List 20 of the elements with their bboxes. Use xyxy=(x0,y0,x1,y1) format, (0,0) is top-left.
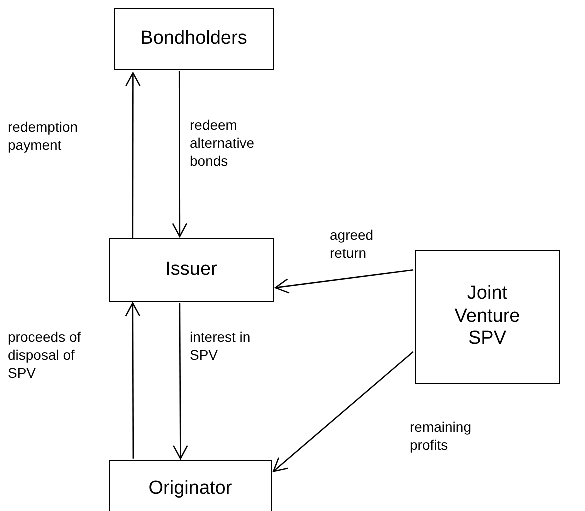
edge-label: interest in SPV xyxy=(190,328,252,364)
arrow xyxy=(125,302,141,459)
edge-label: agreed return xyxy=(330,226,375,262)
edge-label: proceeds of disposal of SPV xyxy=(8,328,82,383)
edge-label: redemption payment xyxy=(8,118,80,154)
arrow xyxy=(275,269,414,294)
entity-name: Bondholders xyxy=(140,28,248,50)
edge-label: redeem alternative bonds xyxy=(190,116,256,171)
edge-label: remaining profits xyxy=(410,418,472,454)
arrow xyxy=(272,351,414,472)
entity-box xyxy=(109,460,272,511)
entity-box xyxy=(415,250,560,384)
arrow xyxy=(172,71,188,238)
entity-name: Joint Venture SPV xyxy=(454,282,522,352)
entity-box xyxy=(109,238,274,302)
arrow xyxy=(173,303,188,460)
entity-name: Issuer xyxy=(166,258,218,282)
arrow xyxy=(126,72,141,238)
entity-name: Originator xyxy=(148,478,232,500)
entity-box xyxy=(114,8,274,70)
